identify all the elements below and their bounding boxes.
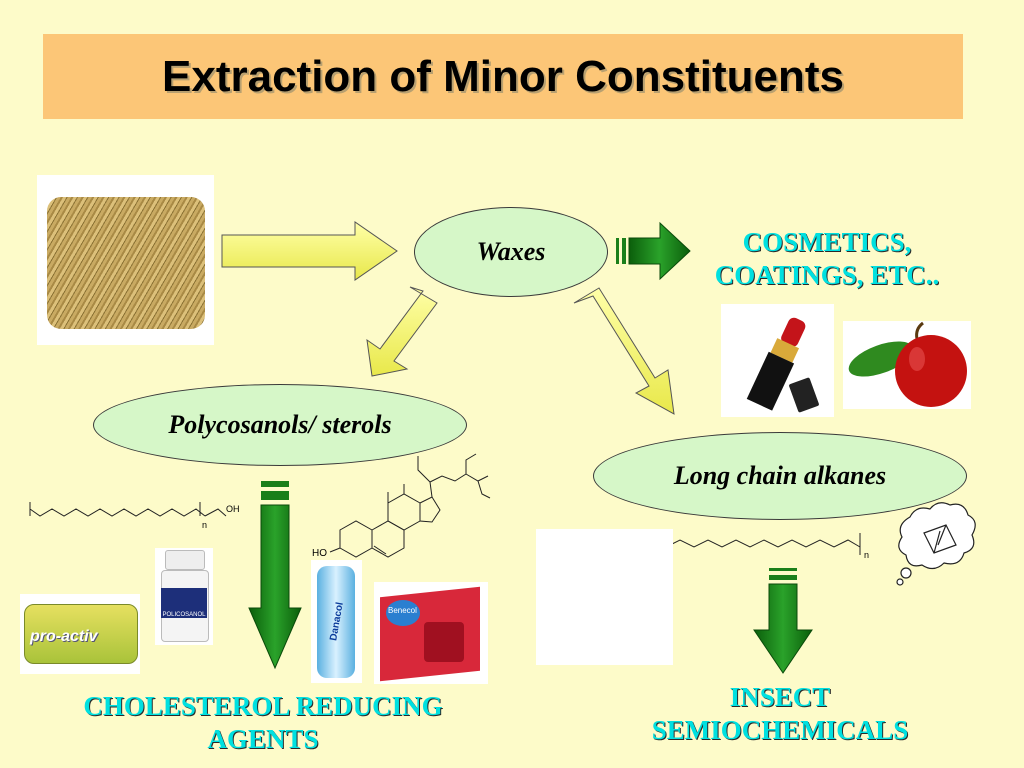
cosmetics-line2: COATINGS, ETC.. bbox=[714, 260, 940, 290]
arrow-waxes-to-polycosanols bbox=[366, 286, 438, 377]
policosanol-bottle-image: POLICOSANOL bbox=[155, 548, 213, 645]
node-waxes-label: Waxes bbox=[476, 237, 546, 266]
node-alkanes: Long chain alkanes bbox=[593, 432, 967, 520]
blank-image bbox=[536, 529, 673, 665]
polycosanol-structure bbox=[29, 502, 227, 517]
apple-image bbox=[843, 321, 971, 409]
output-cosmetics: COSMETICS, COATINGS, ETC.. bbox=[684, 226, 970, 292]
alkane-structure bbox=[653, 533, 861, 555]
arrow-waxes-to-alkanes bbox=[573, 287, 675, 415]
arrow-waxes-to-cosmetics bbox=[616, 221, 691, 281]
node-polycosanols-label: Polycosanols/ sterols bbox=[168, 410, 392, 439]
arrow-polycosanols-to-cholesterol bbox=[248, 481, 302, 670]
node-waxes: Waxes bbox=[414, 207, 608, 297]
n-subscript-1: n bbox=[202, 520, 207, 530]
insect-line1: INSECT bbox=[729, 682, 831, 712]
margarine-tub-image: pro-activ bbox=[20, 594, 140, 674]
box-brand: Benecol bbox=[388, 606, 417, 615]
output-cholesterol: CHOLESTEROL REDUCING AGENTS bbox=[30, 690, 496, 756]
lipstick-image bbox=[721, 304, 834, 417]
bottle-label: POLICOSANOL bbox=[162, 612, 206, 618]
tub-brand: pro-activ bbox=[30, 628, 98, 645]
hay-bale-image bbox=[37, 175, 214, 345]
danacol-drink-image: Danacol bbox=[311, 560, 362, 683]
oh-label: OH bbox=[226, 504, 240, 514]
cosmetics-line1: COSMETICS, bbox=[742, 227, 912, 257]
node-alkanes-label: Long chain alkanes bbox=[673, 461, 887, 490]
n-subscript-2: n bbox=[864, 550, 869, 560]
arrow-hay-to-waxes bbox=[221, 221, 398, 281]
insect-line2: SEMIOCHEMICALS bbox=[651, 715, 909, 745]
sterol-structure bbox=[329, 453, 491, 558]
page-title: Extraction of Minor Constituents bbox=[162, 51, 844, 101]
arrow-alkanes-to-insect bbox=[753, 568, 813, 674]
thought-bubble-icon bbox=[896, 502, 976, 586]
ho-label: HO bbox=[312, 548, 327, 559]
title-bar: Extraction of Minor Constituents bbox=[43, 34, 963, 119]
output-insect: INSECT SEMIOCHEMICALS bbox=[618, 681, 942, 747]
benecol-box-image: Benecol bbox=[374, 582, 488, 684]
cholesterol-line2: AGENTS bbox=[207, 724, 319, 754]
node-polycosanols: Polycosanols/ sterols bbox=[93, 384, 467, 466]
cholesterol-line1: CHOLESTEROL REDUCING bbox=[83, 691, 443, 721]
